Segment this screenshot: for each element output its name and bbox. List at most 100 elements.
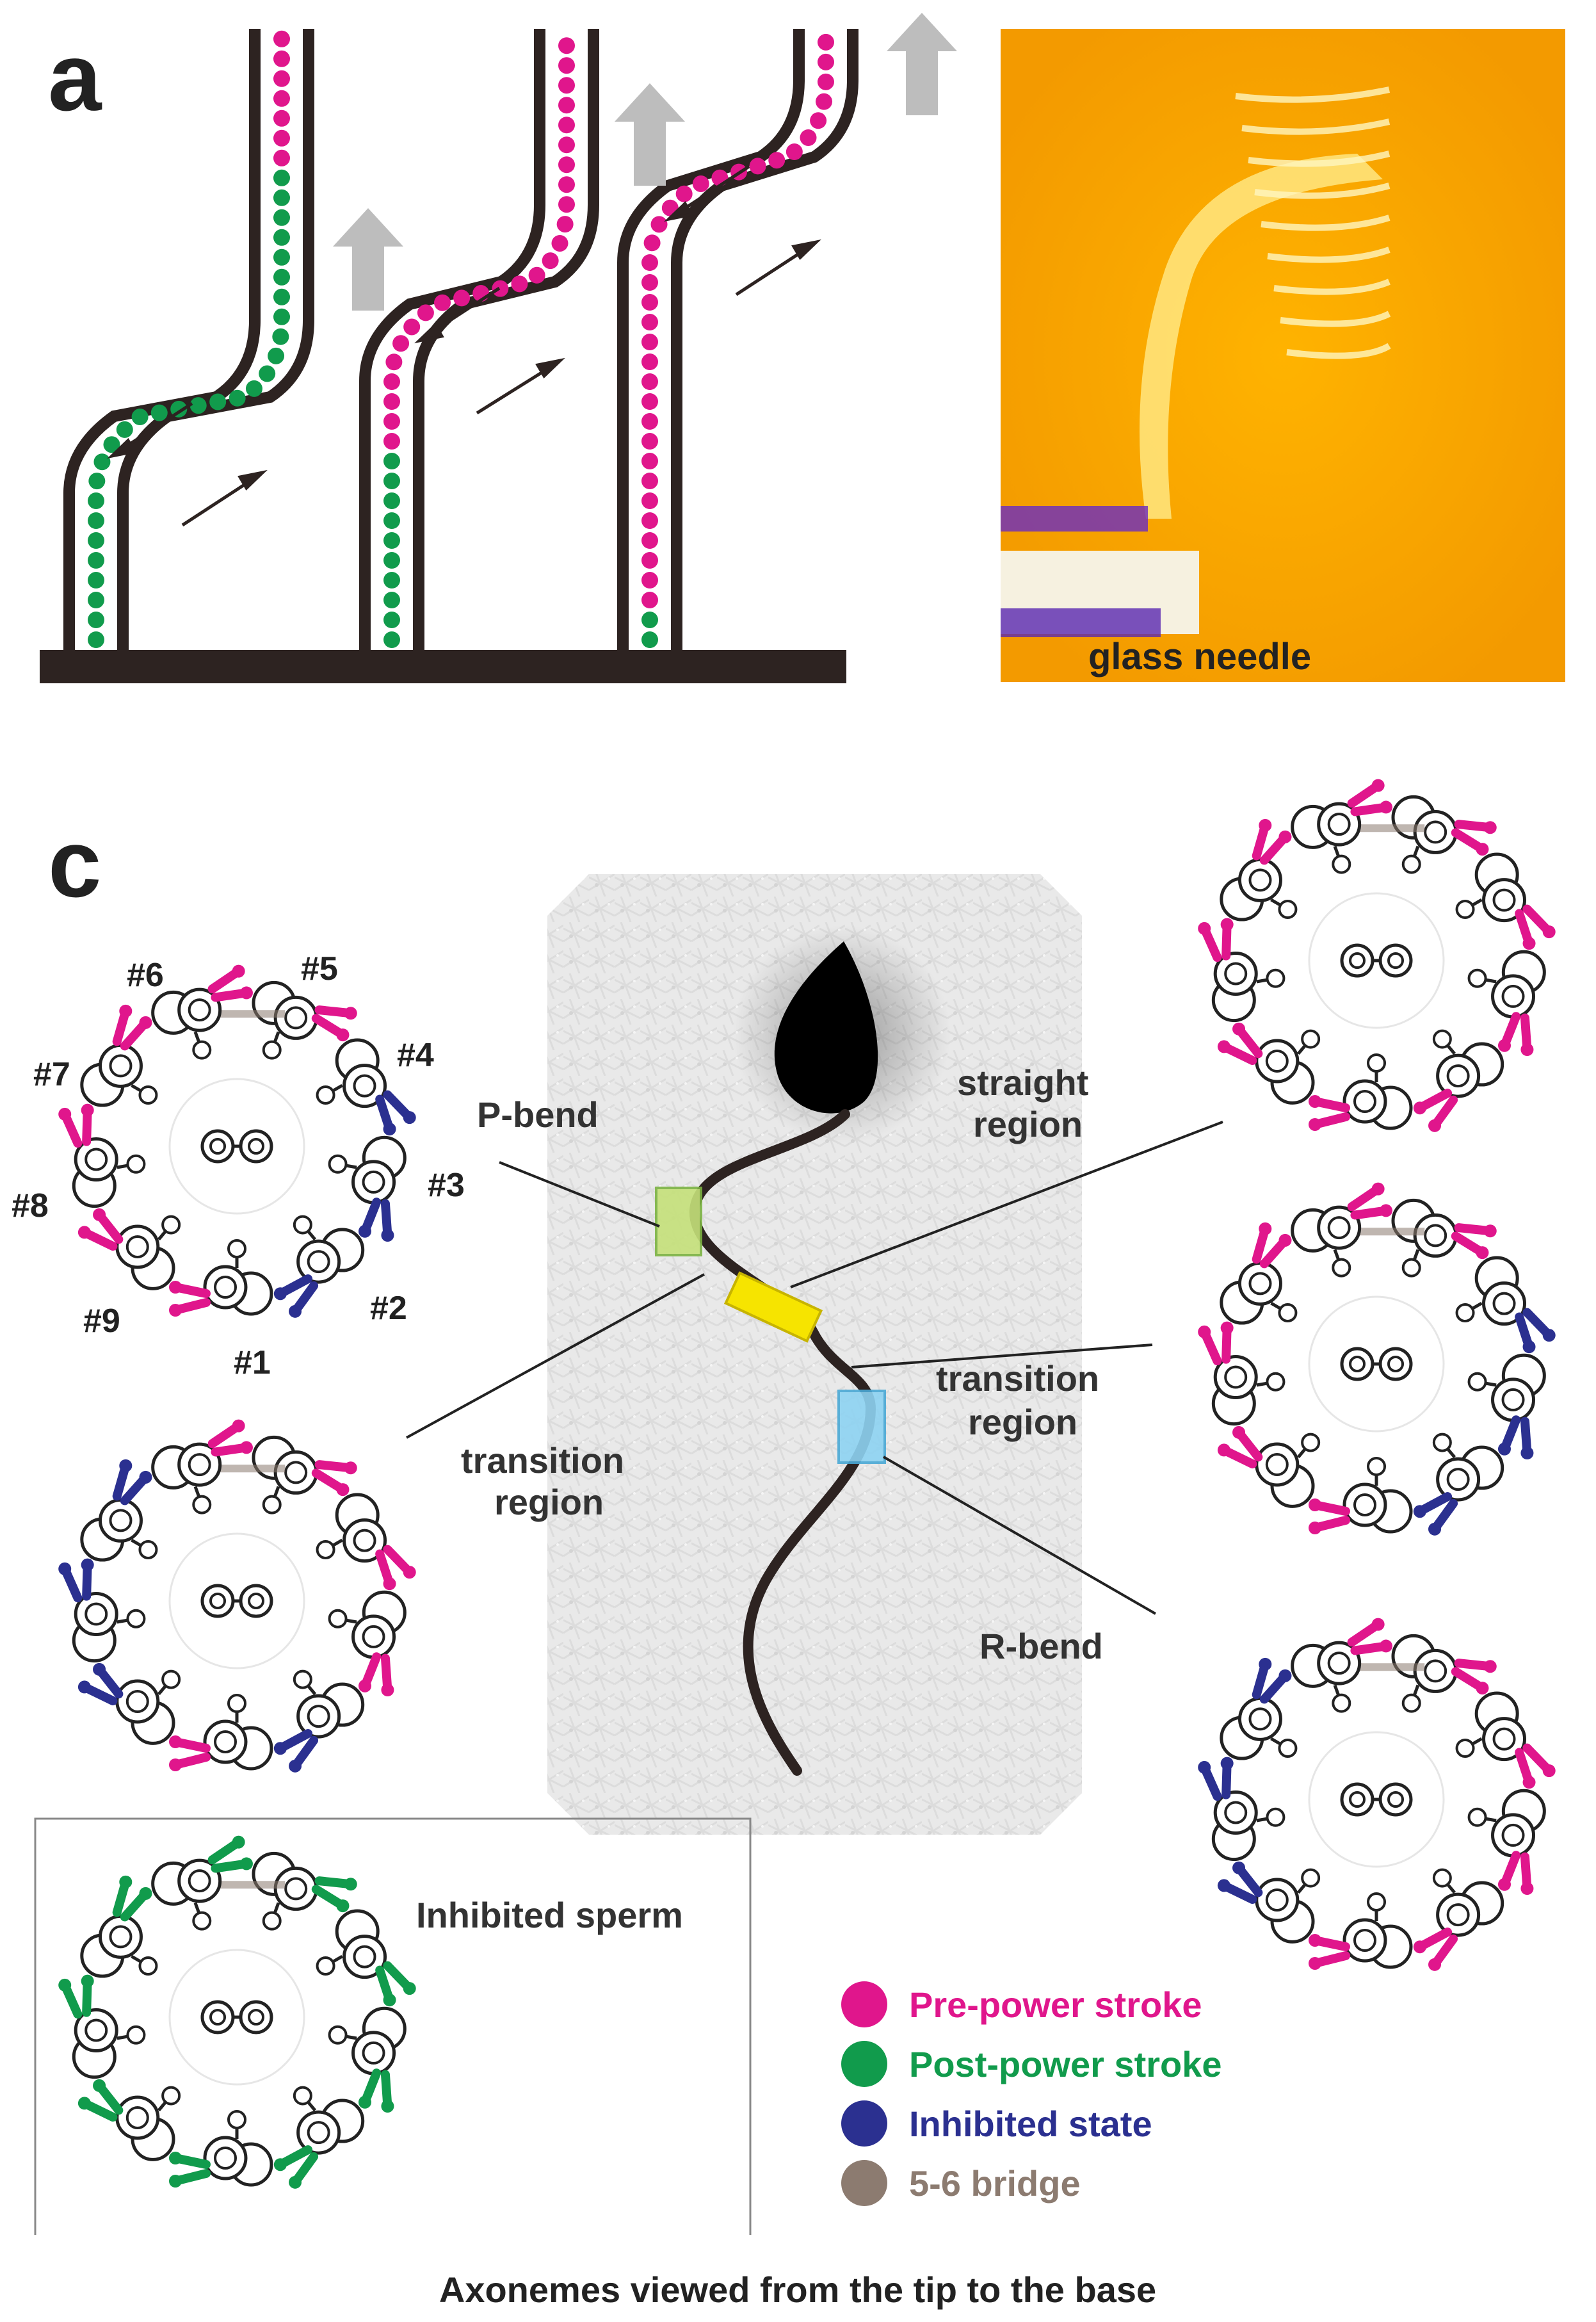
panel-a-dynein-bead	[88, 512, 104, 529]
panel-a-dynein-bead	[88, 612, 105, 628]
dynein-arm-6	[1347, 779, 1392, 816]
panel-a-dynein-bead	[641, 612, 658, 628]
panel-a-dynein-bead	[641, 274, 658, 291]
spoke-head	[1332, 1693, 1351, 1713]
panel-a-dynein-bead	[641, 512, 658, 529]
spoke-head	[262, 1911, 282, 1931]
a-tubule-lumen	[1492, 1727, 1516, 1751]
dynein-head	[1379, 1639, 1392, 1653]
a-tubule-lumen	[1492, 888, 1516, 912]
spoke-head	[328, 1154, 348, 1174]
dynein-head	[1413, 1505, 1426, 1518]
spoke-head	[316, 1085, 335, 1105]
spoke-head	[161, 1215, 181, 1235]
panel-a-dynein-bead	[641, 572, 658, 589]
spoke-head	[1367, 1053, 1386, 1073]
panel-a-dynein-bead	[88, 631, 105, 648]
straight-region-label-line2: region	[973, 1104, 1083, 1144]
central-microtubule-lumen	[209, 2009, 226, 2026]
dynein-arm-5	[311, 1005, 357, 1042]
axoneme-inhibited-sperm	[58, 1835, 416, 2189]
a-tubule-lumen	[1446, 1468, 1470, 1491]
dynein-arm-8	[1198, 918, 1234, 962]
panel-a-dynein-bead	[749, 158, 766, 175]
spoke-head	[1467, 1372, 1487, 1392]
a-tubule-lumen	[214, 1276, 237, 1299]
a-tubule-lumen	[1265, 1049, 1289, 1073]
spoke-head	[1301, 1433, 1321, 1452]
dynein-head	[381, 1683, 394, 1696]
dynein-arm-3	[1497, 1851, 1534, 1895]
central-microtubule-lumen	[1349, 1791, 1366, 1808]
dynein-arm-4	[375, 1961, 416, 2007]
central-microtubule-lumen	[1387, 1356, 1404, 1372]
spoke-head	[1266, 968, 1286, 988]
a-tubule-lumen	[1327, 1216, 1351, 1240]
dynein-head	[93, 2079, 106, 2092]
panel-a-dynein-bead	[641, 433, 658, 450]
a-tubule-lumen	[284, 1877, 308, 1901]
panel-a-dynein-bead	[558, 57, 575, 74]
dynein-head	[289, 1304, 302, 1318]
dynein-head	[1520, 1043, 1534, 1056]
panel-a-dynein-bead	[229, 389, 246, 407]
dynein-head	[77, 2097, 91, 2110]
dynein-head	[93, 1662, 106, 1676]
dynein-arm-4	[1515, 904, 1556, 950]
a-tubule-lumen	[1424, 820, 1447, 844]
a-tubule-lumen	[1248, 1707, 1272, 1731]
dynein-arm-4	[1515, 1743, 1556, 1789]
spoke-head	[192, 1495, 212, 1514]
dynein-head	[139, 1887, 152, 1900]
dynein-head	[336, 1483, 350, 1497]
legend-label: Inhibited state	[909, 2104, 1152, 2144]
panel-a-dynein-bead	[273, 308, 291, 325]
dynein-head	[289, 1759, 302, 1773]
panel-a-dynein-bead	[641, 413, 658, 430]
dynein-head	[1278, 1669, 1292, 1682]
panel-a-slide-arrows	[107, 165, 821, 527]
dynein-arm-7	[112, 1875, 152, 1922]
panel-b-needle-label: glass needle	[1088, 636, 1311, 678]
dynein-arm-7	[1252, 1222, 1292, 1269]
dynein-head	[1476, 843, 1489, 856]
dynein-head	[383, 1123, 396, 1136]
a-tubule-lumen	[109, 1054, 133, 1078]
transition-left-label-line2: region	[494, 1482, 604, 1522]
dynein-head	[169, 1735, 182, 1748]
spoke-head	[1367, 1457, 1386, 1476]
spoke-head	[161, 2086, 181, 2106]
dynein-head	[1198, 1760, 1211, 1774]
a-tubule-lumen	[353, 1945, 376, 1969]
spoke-head	[1401, 1693, 1421, 1713]
dynein-arm-9	[1217, 1861, 1263, 1904]
panel-a-dynein-bead	[643, 234, 661, 252]
panel-a-dynein-bead	[150, 404, 168, 421]
panel-a-dynein-bead	[273, 248, 291, 266]
dynein-arm-5	[1451, 1659, 1497, 1695]
a-tubule-lumen	[1492, 1292, 1516, 1315]
panel-a-dynein-bead	[434, 294, 451, 311]
dynein-arm-1	[1309, 1498, 1350, 1534]
panel-a-dynein-bead	[272, 328, 289, 345]
dynein-head	[1198, 1325, 1211, 1338]
panel-a-dynein-bead	[273, 50, 290, 67]
spoke-head	[1455, 1739, 1475, 1758]
dynein-head	[1217, 1879, 1230, 1892]
panel-c-sperm-image	[406, 874, 1223, 1835]
panel-a-doublet-outer	[617, 29, 805, 650]
a-tubule-lumen	[1248, 1272, 1272, 1295]
central-microtubule-lumen	[1349, 1356, 1366, 1372]
dynein-head	[169, 2152, 182, 2164]
spoke-head	[227, 1239, 246, 1258]
panel-a-dynein-bead	[641, 254, 658, 271]
spoke-head	[293, 1215, 312, 1235]
spoke-head	[1278, 1303, 1298, 1322]
dynein-head	[383, 1993, 396, 2007]
dynein-arm-2	[1413, 1492, 1458, 1536]
dynein-head	[1520, 1446, 1534, 1459]
spoke-head	[262, 1040, 282, 1060]
central-sheath	[1308, 892, 1445, 1029]
panel-a-dynein-bead	[558, 176, 575, 193]
